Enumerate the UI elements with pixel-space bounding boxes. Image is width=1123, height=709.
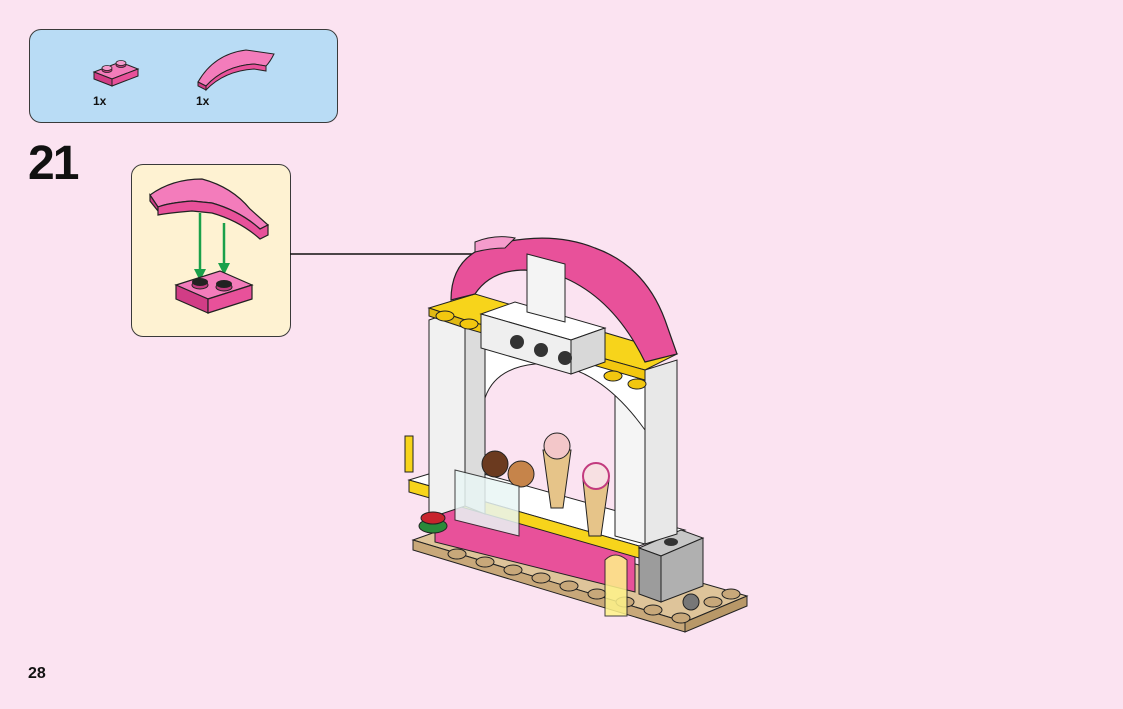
yellow-antenna <box>404 435 414 473</box>
base-studs <box>447 548 741 624</box>
ice-cream-scoops <box>481 432 610 537</box>
pink-plate-1x2-icon <box>92 60 140 87</box>
part-1-quantity: 1x <box>93 94 107 108</box>
cake-piece <box>418 511 448 534</box>
pink-curved-slope-icon <box>197 49 275 92</box>
part-2-quantity: 1x <box>196 94 210 108</box>
green-down-arrows-icon <box>194 213 230 281</box>
page-number: 28 <box>28 665 46 682</box>
sub-assembly-illustration <box>149 178 270 314</box>
display-glass <box>454 469 520 537</box>
white-stud-brick <box>479 301 607 375</box>
pink-curved-slope-icon <box>149 178 270 240</box>
step-number: 21 <box>28 137 79 190</box>
sub-assembly-box <box>131 164 291 337</box>
translucent-light <box>604 554 628 617</box>
ice-cream-stand-model <box>404 236 749 633</box>
parts-list-box: 1x 1x <box>29 29 338 123</box>
pink-curved-roof <box>450 236 678 363</box>
grey-cash-block <box>637 529 705 611</box>
pink-plate-1x2-icon <box>174 270 254 314</box>
